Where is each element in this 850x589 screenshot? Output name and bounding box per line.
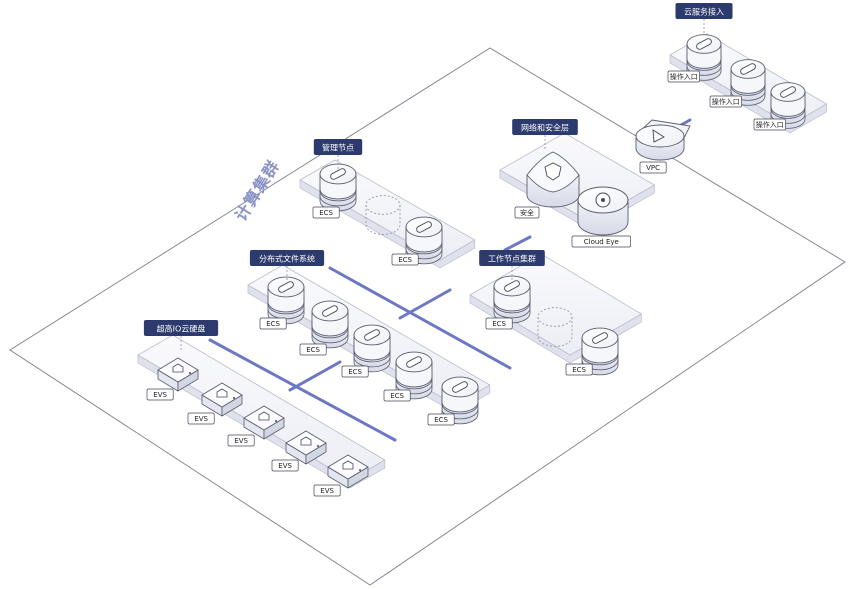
disk-icon xyxy=(342,460,354,470)
cloud-eye-label: Cloud Eye xyxy=(571,235,631,248)
server-icon xyxy=(452,381,468,393)
fs-ecs-2 xyxy=(311,300,349,349)
svg-text:Cloud Eye: Cloud Eye xyxy=(584,238,619,246)
entry-label-1: 操作入口 xyxy=(667,70,700,83)
entry-label-2: 操作入口 xyxy=(709,95,742,108)
svg-text:管理节点: 管理节点 xyxy=(322,143,354,153)
fs-ecs-3 xyxy=(353,324,391,373)
server-icon xyxy=(592,332,608,344)
svg-text:操作入口: 操作入口 xyxy=(670,72,698,81)
worker-ecs-1 xyxy=(493,275,531,324)
mgmt-ecs-label-2: ECS xyxy=(391,253,419,266)
worker-ghost xyxy=(537,307,573,347)
svg-text:EVS: EVS xyxy=(194,415,208,423)
svg-text:EVS: EVS xyxy=(234,437,248,445)
svg-text:VPC: VPC xyxy=(646,164,660,172)
svg-text:ECS: ECS xyxy=(398,256,412,264)
svg-text:分布式文件系统: 分布式文件系统 xyxy=(259,254,315,264)
evs-label-5: EVS xyxy=(313,484,341,497)
shield-icon xyxy=(544,162,562,181)
svg-text:ECS: ECS xyxy=(572,366,586,374)
disk-icon xyxy=(216,388,228,398)
worker-ecs-2 xyxy=(581,327,619,376)
evs-disk-2 xyxy=(201,382,243,417)
svg-text:ECS: ECS xyxy=(348,368,362,376)
server-icon xyxy=(364,329,380,341)
security-device xyxy=(526,151,580,208)
fs-ecs-label-4: ECS xyxy=(383,389,411,402)
evs-disk-5 xyxy=(327,454,369,489)
entry-label-3: 操作入口 xyxy=(753,118,786,131)
mgmt-ecs-label-1: ECS xyxy=(312,206,340,219)
svg-text:ECS: ECS xyxy=(390,392,404,400)
cloud-eye-device xyxy=(577,186,629,236)
fs-ecs-label-3: ECS xyxy=(341,365,369,378)
server-icon xyxy=(696,38,712,50)
svg-text:网络和安全层: 网络和安全层 xyxy=(521,123,569,133)
evs-disk-4 xyxy=(285,430,327,465)
server-icon xyxy=(416,221,432,233)
svg-text:工作节点集群: 工作节点集群 xyxy=(488,254,536,264)
mgmt-ecs-1 xyxy=(319,163,357,212)
title-cloud-access: 云服务接入 xyxy=(675,3,733,33)
svg-text:云服务接入: 云服务接入 xyxy=(684,7,724,17)
worker-ecs-label-1: ECS xyxy=(485,317,513,330)
disk-icon xyxy=(258,411,270,421)
evs-disk-3 xyxy=(243,405,285,440)
svg-text:ECS: ECS xyxy=(306,346,320,354)
worker-ecs-label-2: ECS xyxy=(565,363,593,376)
svg-text:EVS: EVS xyxy=(153,391,167,399)
fs-ecs-label-1: ECS xyxy=(259,317,287,330)
server-icon xyxy=(278,281,294,293)
title-worker-cluster: 工作节点集群 xyxy=(479,250,545,280)
title-high-io-disk: 超高IO云硬盘 xyxy=(143,320,219,350)
svg-text:超高IO云硬盘: 超高IO云硬盘 xyxy=(157,324,206,334)
vpc-label: VPC xyxy=(639,161,667,174)
svg-text:ECS: ECS xyxy=(319,209,333,217)
server-icon xyxy=(504,280,520,292)
mgmt-ghost xyxy=(365,195,401,235)
security-label: 安全 xyxy=(514,206,540,219)
vpc-router xyxy=(634,119,691,161)
fs-ecs-label-2: ECS xyxy=(299,343,327,356)
evs-disk-1 xyxy=(157,357,199,392)
svg-text:ECS: ECS xyxy=(492,320,506,328)
fs-ecs-label-5: ECS xyxy=(427,413,455,426)
title-network-security: 网络和安全层 xyxy=(512,119,578,149)
evs-label-2: EVS xyxy=(187,412,215,425)
server-icon xyxy=(406,356,422,368)
disk-icon xyxy=(300,436,312,446)
vpc-icon xyxy=(652,129,665,143)
compute-cluster-platform xyxy=(9,47,846,586)
fs-ecs-1 xyxy=(267,276,305,325)
svg-text:安全: 安全 xyxy=(520,208,534,217)
evs-label-3: EVS xyxy=(227,434,255,447)
server-icon xyxy=(330,168,346,180)
disk-icon xyxy=(172,363,184,373)
entry-server-2 xyxy=(730,59,766,106)
svg-text:ECS: ECS xyxy=(266,320,280,328)
svg-text:EVS: EVS xyxy=(278,462,292,470)
server-icon xyxy=(322,305,338,317)
title-distributed-fs: 分布式文件系统 xyxy=(249,250,325,280)
svg-text:操作入口: 操作入口 xyxy=(756,120,784,129)
svg-text:操作入口: 操作入口 xyxy=(712,97,740,106)
server-icon xyxy=(780,86,796,98)
title-management-nodes: 管理节点 xyxy=(313,139,363,169)
svg-text:ECS: ECS xyxy=(434,416,448,424)
evs-label-4: EVS xyxy=(271,459,299,472)
server-icon xyxy=(740,63,756,75)
evs-label-1: EVS xyxy=(146,388,174,401)
svg-text:EVS: EVS xyxy=(320,487,334,495)
